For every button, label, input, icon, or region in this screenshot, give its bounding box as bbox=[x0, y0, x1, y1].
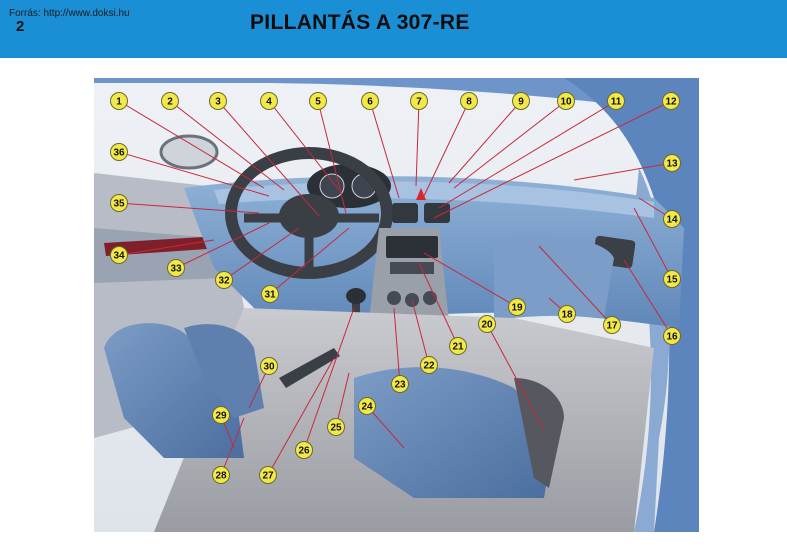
callout-number: 3 bbox=[215, 97, 221, 108]
callout-badge-19: 19 bbox=[508, 298, 526, 316]
callout-number: 33 bbox=[170, 264, 182, 275]
callout-number: 17 bbox=[606, 321, 618, 332]
callout-number: 13 bbox=[666, 159, 678, 170]
callout-badge-13: 13 bbox=[663, 154, 681, 172]
callout-badge-30: 30 bbox=[260, 357, 278, 375]
callout-number: 14 bbox=[666, 215, 678, 226]
callout-number: 1 bbox=[116, 97, 122, 108]
callout-number: 5 bbox=[315, 97, 321, 108]
callout-badge-17: 17 bbox=[603, 316, 621, 334]
callout-badge-15: 15 bbox=[663, 270, 681, 288]
callout-number: 12 bbox=[665, 97, 677, 108]
callout-number: 30 bbox=[263, 362, 275, 373]
callout-number: 8 bbox=[466, 97, 472, 108]
callout-badge-33: 33 bbox=[167, 259, 185, 277]
callout-badge-18: 18 bbox=[558, 305, 576, 323]
callout-number: 28 bbox=[215, 471, 227, 482]
callout-number: 22 bbox=[423, 361, 435, 372]
callout-number: 10 bbox=[560, 97, 572, 108]
callout-badge-26: 26 bbox=[295, 441, 313, 459]
callout-number: 4 bbox=[266, 97, 272, 108]
page-title: PILLANTÁS A 307-RE bbox=[250, 11, 470, 34]
header-bar: Forrás: http://www.doksi.hu 2 PILLANTÁS … bbox=[0, 0, 787, 58]
callout-badge-3: 3 bbox=[209, 92, 227, 110]
callout-leaders bbox=[118, 100, 673, 476]
callout-number: 6 bbox=[367, 97, 373, 108]
callout-badge-11: 11 bbox=[607, 92, 625, 110]
callout-badge-6: 6 bbox=[361, 92, 379, 110]
callout-badge-25: 25 bbox=[327, 418, 345, 436]
callout-number: 35 bbox=[113, 199, 125, 210]
page-number: 2 bbox=[16, 18, 25, 35]
callout-number: 26 bbox=[298, 446, 310, 457]
callout-badge-35: 35 bbox=[110, 194, 128, 212]
callout-badge-21: 21 bbox=[449, 337, 467, 355]
callout-badge-27: 27 bbox=[259, 466, 277, 484]
callout-number: 20 bbox=[481, 320, 493, 331]
callout-badge-12: 12 bbox=[662, 92, 680, 110]
callout-badge-7: 7 bbox=[410, 92, 428, 110]
source-link-text: Forrás: http://www.doksi.hu bbox=[9, 8, 130, 19]
callout-number: 23 bbox=[394, 380, 406, 391]
callout-badge-20: 20 bbox=[478, 315, 496, 333]
callout-badge-1: 1 bbox=[110, 92, 128, 110]
callout-badge-4: 4 bbox=[260, 92, 278, 110]
callout-number: 19 bbox=[511, 303, 523, 314]
callout-badge-31: 31 bbox=[261, 285, 279, 303]
callout-badge-29: 29 bbox=[212, 406, 230, 424]
callout-number: 7 bbox=[416, 97, 422, 108]
callout-badge-34: 34 bbox=[110, 246, 128, 264]
callout-number: 25 bbox=[330, 423, 342, 434]
callout-badge-24: 24 bbox=[358, 397, 376, 415]
callout-number: 11 bbox=[611, 97, 622, 108]
callout-badge-36: 36 bbox=[110, 143, 128, 161]
car-interior-drawing: 1234567891011121314151617181920212223242… bbox=[94, 78, 699, 532]
callout-badge-8: 8 bbox=[460, 92, 478, 110]
callout-number: 32 bbox=[218, 276, 230, 287]
callout-number: 27 bbox=[262, 471, 274, 482]
callout-badge-22: 22 bbox=[420, 356, 438, 374]
callout-badge-32: 32 bbox=[215, 271, 233, 289]
callout-number: 29 bbox=[215, 411, 227, 422]
callout-number: 15 bbox=[666, 275, 678, 286]
callout-number: 2 bbox=[167, 97, 173, 108]
callout-number: 34 bbox=[113, 251, 125, 262]
callout-badge-9: 9 bbox=[512, 92, 530, 110]
callout-number: 24 bbox=[361, 402, 373, 413]
callout-number: 21 bbox=[452, 342, 464, 353]
callout-number: 9 bbox=[518, 97, 524, 108]
callout-badge-14: 14 bbox=[663, 210, 681, 228]
callout-number: 31 bbox=[264, 290, 276, 301]
callout-number: 36 bbox=[113, 148, 125, 159]
callout-badge-28: 28 bbox=[212, 466, 230, 484]
callout-badge-2: 2 bbox=[161, 92, 179, 110]
callout-badge-23: 23 bbox=[391, 375, 409, 393]
callout-badge-16: 16 bbox=[663, 327, 681, 345]
callout-number: 18 bbox=[561, 310, 573, 321]
callout-number: 16 bbox=[666, 332, 678, 343]
callout-badge-5: 5 bbox=[309, 92, 327, 110]
callout-badge-10: 10 bbox=[557, 92, 575, 110]
